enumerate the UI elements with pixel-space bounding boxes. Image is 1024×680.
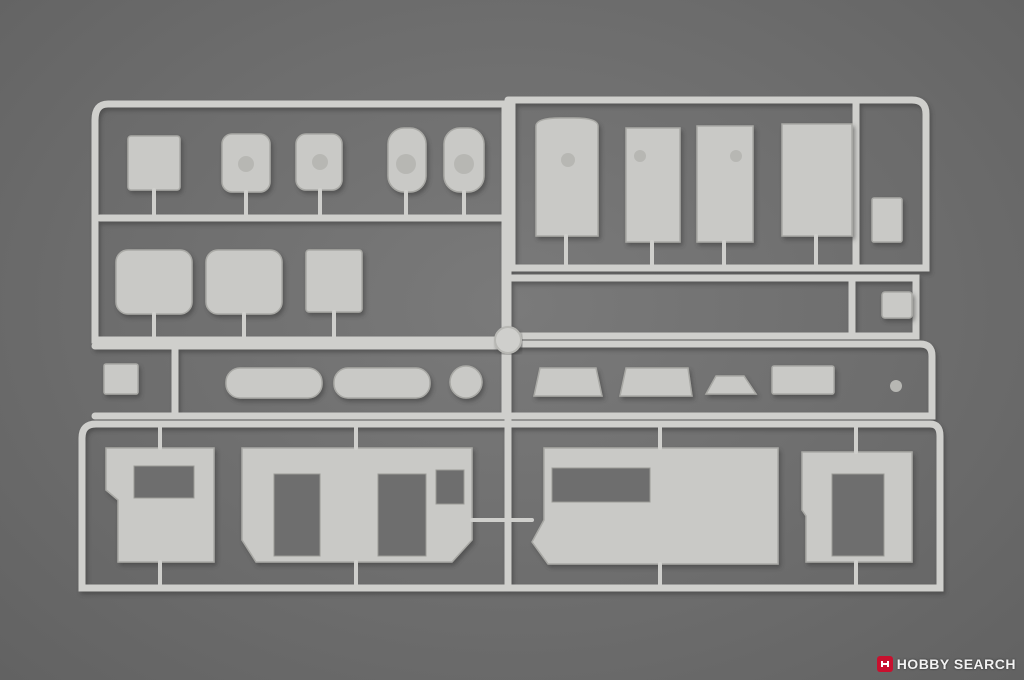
part-grille (771, 365, 835, 395)
part-side-panel-left (105, 447, 215, 563)
part-side-door-3 (696, 125, 754, 243)
part-hull-panel-right (531, 447, 779, 565)
part-square-cap (103, 363, 139, 395)
part-bracket (127, 135, 181, 191)
part-fender-2 (205, 249, 283, 315)
part-details (238, 150, 902, 392)
sprue-hub (494, 326, 522, 354)
part-cylinder-1 (225, 367, 323, 399)
part-side-door-2 (625, 127, 681, 243)
part-step-block (305, 249, 363, 313)
part-side-door-4 (781, 123, 853, 237)
watermark: HOBBY SEARCH (876, 654, 1016, 674)
part-fender-1 (115, 249, 193, 315)
cutout-left-panel (133, 465, 195, 499)
part-vent-3 (704, 375, 758, 395)
watermark-text: HOBBY SEARCH (896, 656, 1016, 672)
part-vent-1 (533, 367, 603, 397)
part-cylinder-2 (333, 367, 431, 399)
part-small-box (871, 197, 903, 243)
cutout-right-panel (831, 473, 885, 557)
part-round-cap (449, 365, 483, 399)
cutout-hull-right (551, 467, 651, 503)
cutout-hull-left-1 (273, 473, 321, 557)
cutout-hull-left-2 (377, 473, 427, 557)
part-side-door-1 (535, 117, 599, 237)
hobby-search-logo-icon (876, 656, 893, 672)
panel-cutouts (133, 465, 885, 557)
sprue-frame (78, 96, 944, 592)
part-tiny-box (881, 291, 913, 319)
part-vent-2 (619, 367, 693, 397)
cutout-hull-left-3 (435, 469, 465, 505)
sprue-gates (152, 188, 858, 590)
